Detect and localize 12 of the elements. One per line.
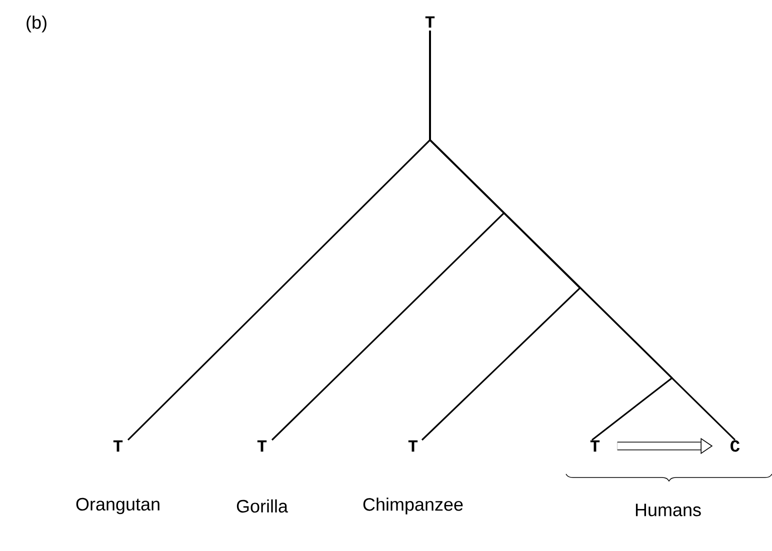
- panel-label: (b): [26, 16, 46, 32]
- base-letter: T: [590, 440, 600, 452]
- group-label: Humans: [636, 504, 701, 516]
- tree-branch: [429, 30, 736, 441]
- species-name: Gorilla: [236, 499, 288, 513]
- base-letter: T: [113, 440, 123, 452]
- base-letter: T: [408, 440, 418, 452]
- base-letter: T: [425, 16, 435, 28]
- species-name: Chimpanzee: [363, 498, 463, 514]
- species-name: Orangutan: [76, 498, 160, 514]
- base-letter: T: [257, 440, 267, 452]
- base-letter: C: [730, 440, 740, 452]
